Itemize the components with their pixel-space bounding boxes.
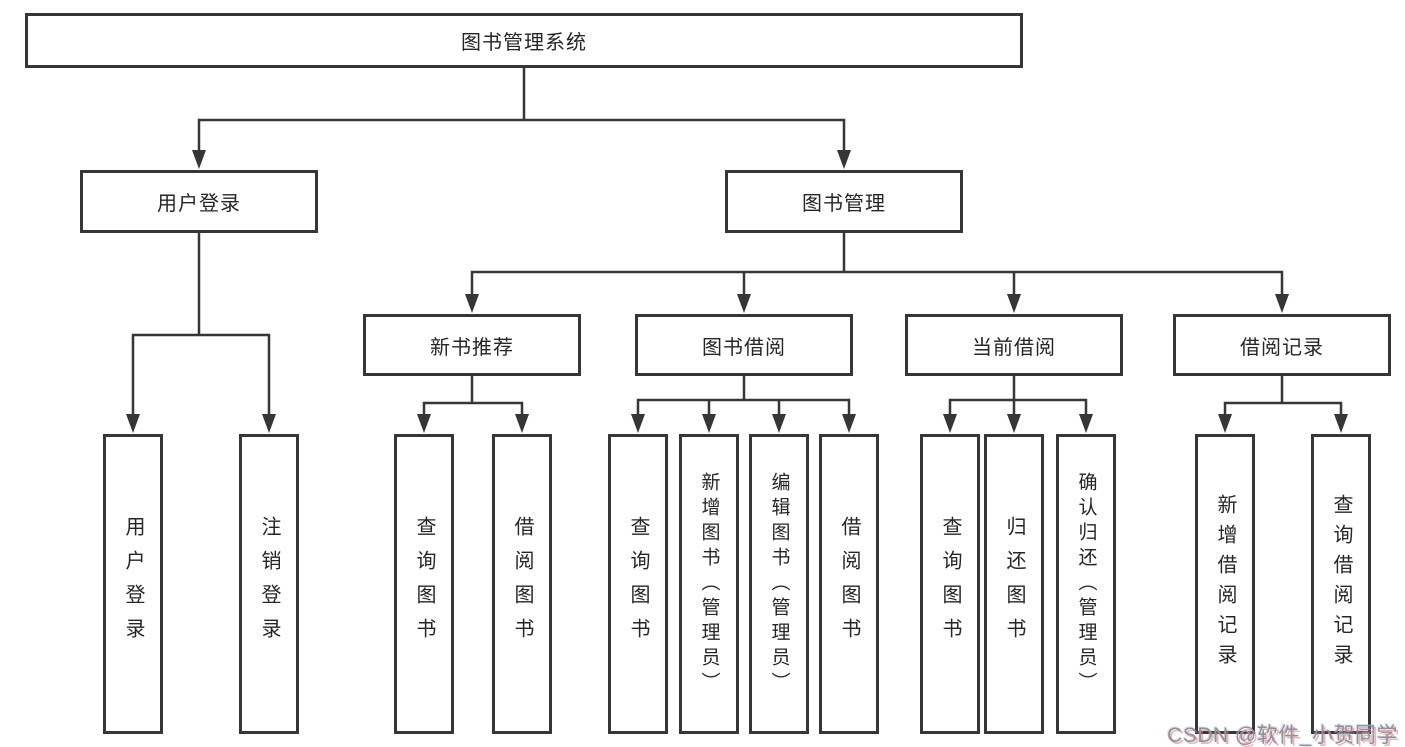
node-book-borrow: 图书借阅 — [635, 314, 853, 376]
leaf-borrow-book: 借阅图书 — [819, 434, 879, 734]
leaf-query-book-borrow-label: 查询图书 — [627, 516, 649, 652]
node-book-management-label: 图书管理 — [802, 193, 886, 215]
watermark: CSDN @软件_小贺同学 — [1167, 724, 1398, 747]
node-root-label: 图书管理系统 — [461, 32, 587, 54]
node-new-book-recommend: 新书推荐 — [363, 314, 581, 376]
leaf-return-book: 归还图书 — [984, 434, 1044, 734]
leaf-borrow-book-label: 借阅图书 — [838, 516, 860, 652]
leaf-user-login: 用户登录 — [103, 434, 163, 734]
leaf-edit-book-admin: 编辑图书（管理员） — [749, 434, 809, 734]
leaf-borrow-book-recommend: 借阅图书 — [492, 434, 552, 734]
leaf-query-book-current: 查询图书 — [920, 434, 980, 734]
leaf-query-borrow-record-label: 查询借阅记录 — [1330, 494, 1352, 674]
leaf-query-book-recommend-label: 查询图书 — [413, 516, 435, 652]
leaf-user-login-label: 用户登录 — [122, 516, 144, 652]
leaf-query-book-current-label: 查询图书 — [939, 516, 961, 652]
node-borrow-records-label: 借阅记录 — [1240, 336, 1324, 359]
connector-lines — [131, 68, 1343, 415]
leaf-query-borrow-record: 查询借阅记录 — [1311, 434, 1371, 734]
node-borrow-records: 借阅记录 — [1173, 314, 1391, 376]
node-user-login: 用户登录 — [80, 170, 318, 233]
leaf-query-book-recommend: 查询图书 — [394, 434, 454, 734]
node-current-borrow-label: 当前借阅 — [972, 336, 1056, 359]
leaf-confirm-return-admin-label: 确认归还（管理员） — [1075, 471, 1097, 697]
node-new-book-recommend-label: 新书推荐 — [430, 336, 514, 359]
node-root: 图书管理系统 — [25, 13, 1023, 68]
node-book-management: 图书管理 — [725, 170, 963, 233]
leaf-edit-book-admin-label: 编辑图书（管理员） — [768, 471, 790, 697]
node-book-borrow-label: 图书借阅 — [702, 336, 786, 359]
leaf-logout-label: 注销登录 — [258, 516, 280, 652]
leaf-add-borrow-record: 新增借阅记录 — [1195, 434, 1255, 734]
leaf-confirm-return-admin: 确认归还（管理员） — [1056, 434, 1116, 734]
leaf-borrow-book-recommend-label: 借阅图书 — [511, 516, 533, 652]
leaf-logout: 注销登录 — [239, 434, 299, 734]
leaf-add-borrow-record-label: 新增借阅记录 — [1214, 494, 1236, 674]
node-user-login-label: 用户登录 — [157, 193, 241, 215]
node-current-borrow: 当前借阅 — [905, 314, 1123, 376]
leaf-add-book-admin: 新增图书（管理员） — [679, 434, 739, 734]
leaf-add-book-admin-label: 新增图书（管理员） — [698, 471, 720, 697]
leaf-query-book-borrow: 查询图书 — [608, 434, 668, 734]
leaf-return-book-label: 归还图书 — [1003, 516, 1025, 652]
